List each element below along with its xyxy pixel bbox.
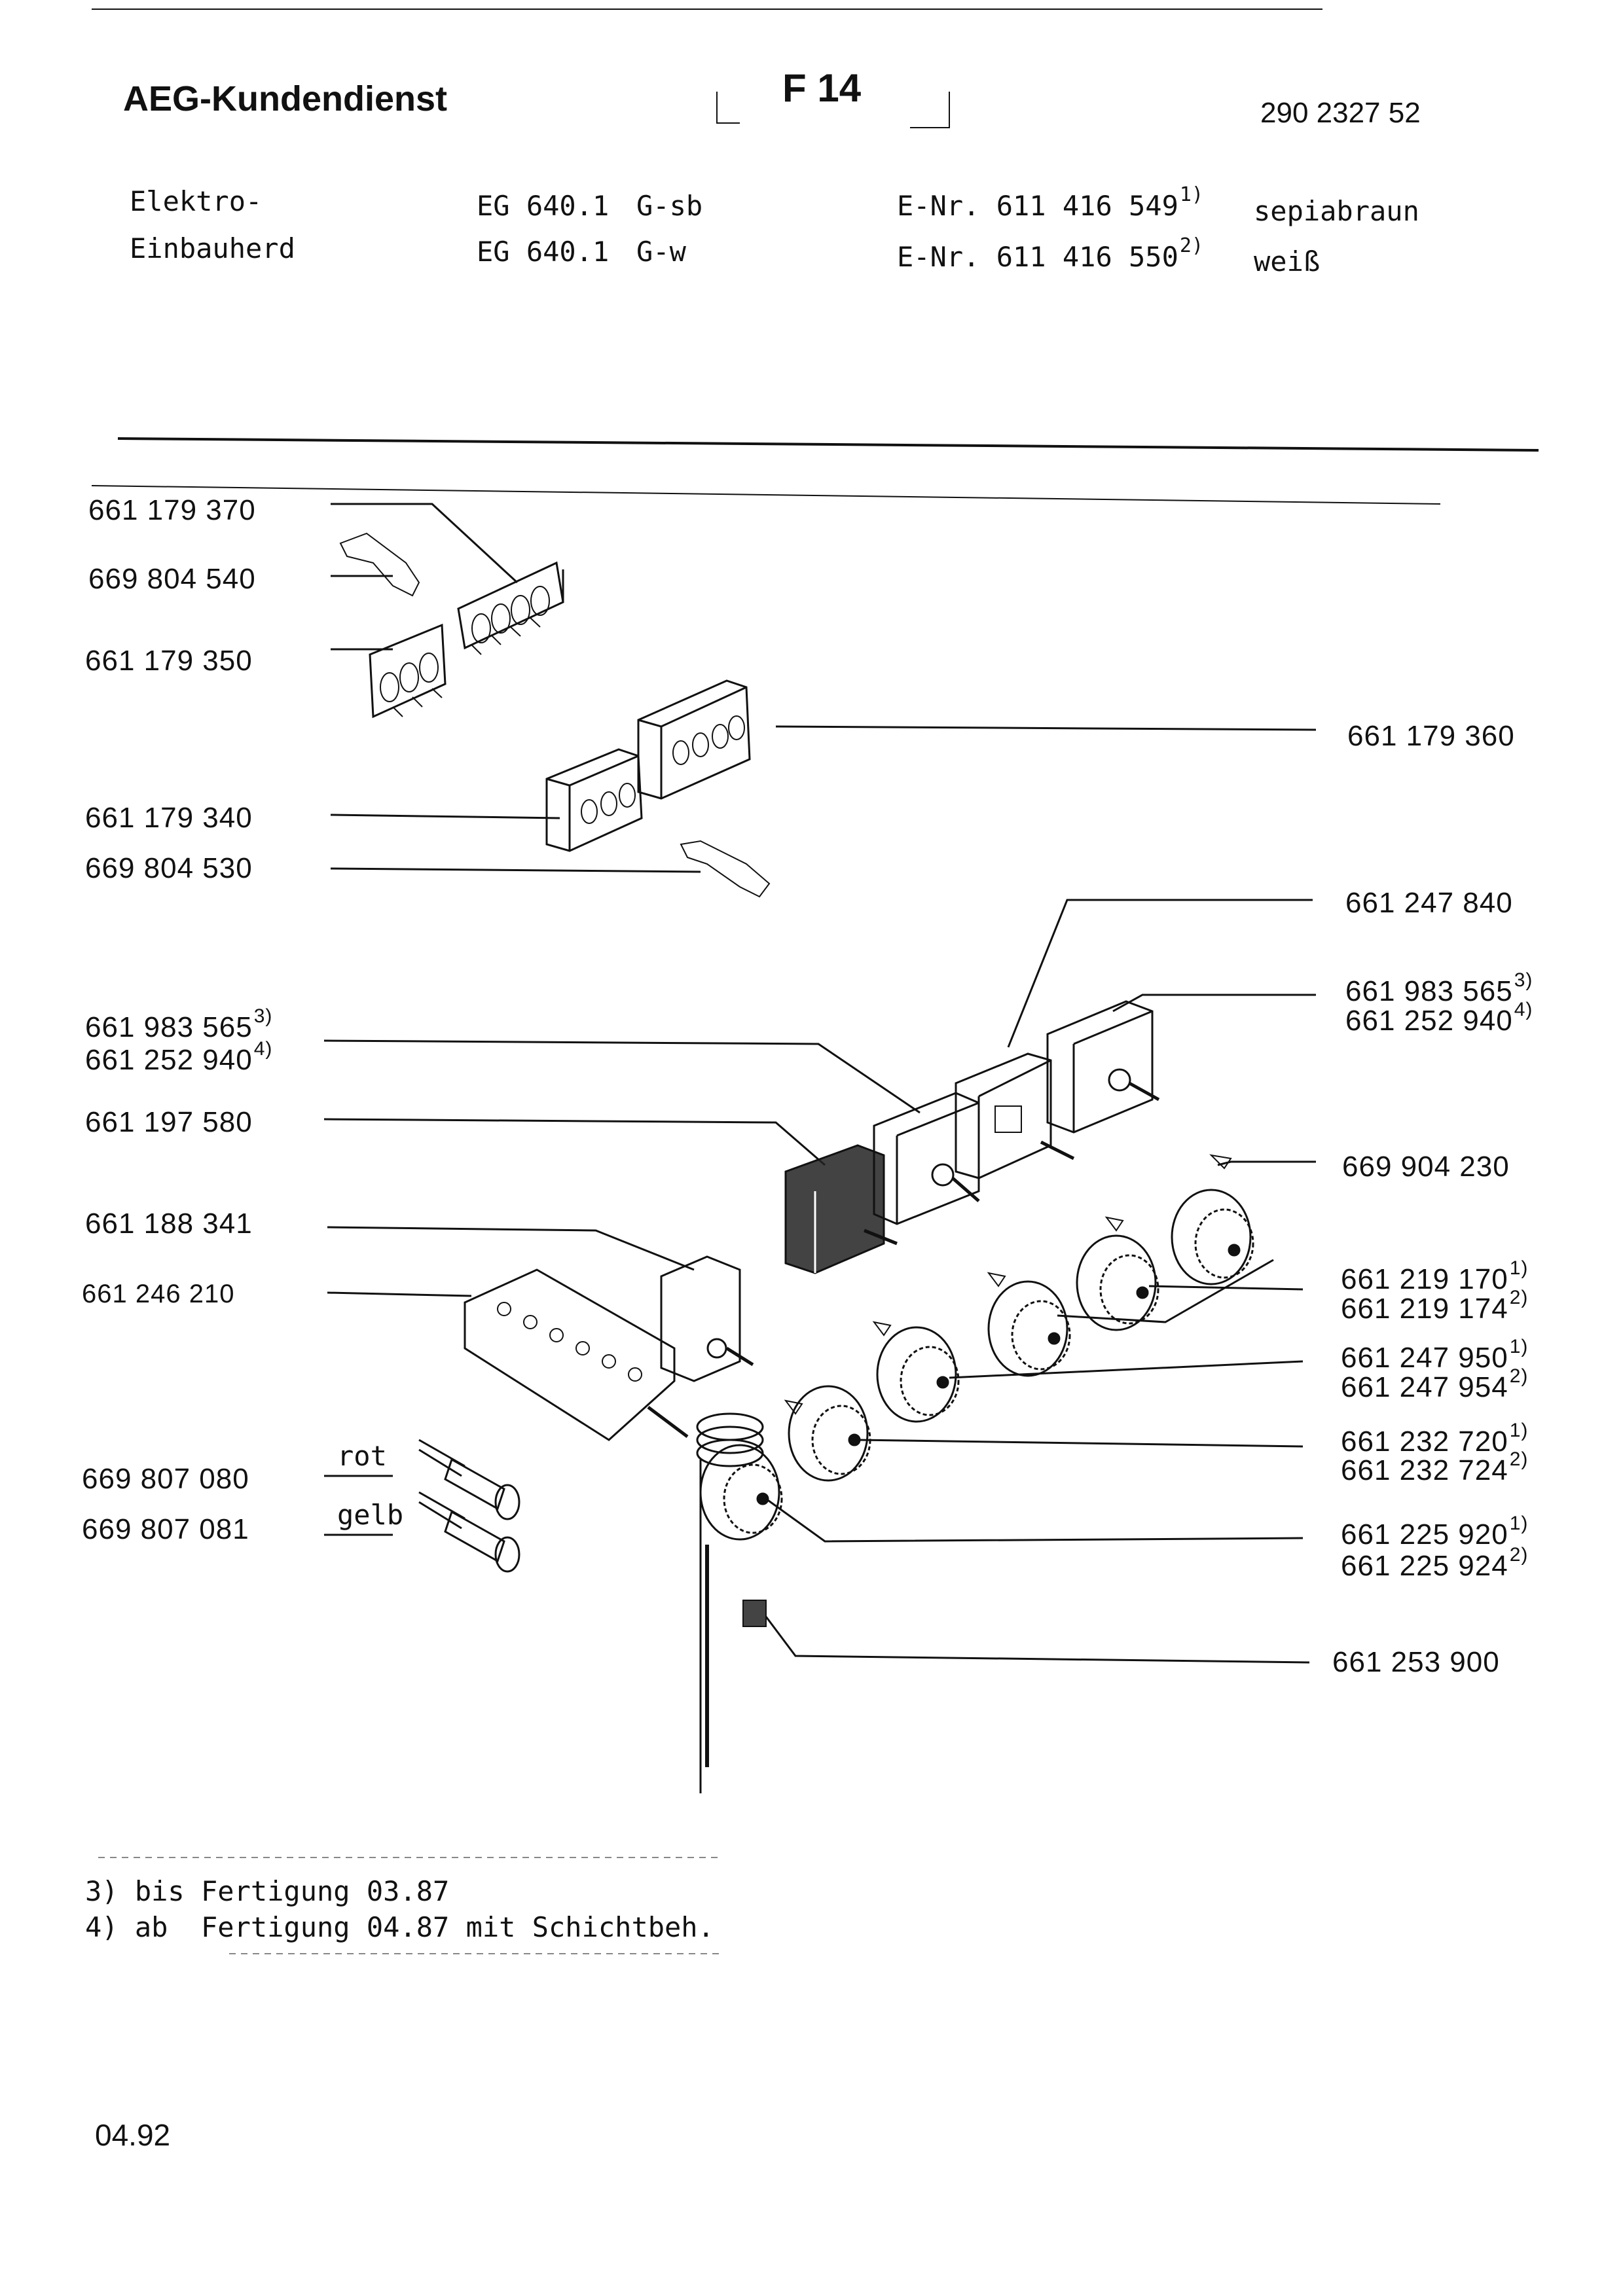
model-2-color: weiß	[1254, 245, 1321, 278]
part-number: 661 225 9242)	[1341, 1544, 1529, 1582]
regulator-right	[1046, 1000, 1160, 1134]
switch-661247840	[955, 1052, 1075, 1179]
connector-housing-340	[545, 748, 643, 852]
header-divider	[117, 437, 1539, 452]
section-rule	[91, 485, 1441, 505]
leader-661247840	[1007, 899, 1313, 1048]
part-number: 661 253 900	[1332, 1646, 1500, 1678]
leader-661983565-left	[323, 1039, 921, 1114]
part-number: 661 232 7201)	[1341, 1420, 1529, 1458]
clip-lower	[680, 840, 771, 898]
leader-661246210	[327, 1291, 472, 1297]
part-number: 661 225 9201)	[1341, 1513, 1529, 1551]
part-number: 669 904 230	[1342, 1151, 1510, 1183]
footnote-4: 4) ab Fertigung 04.87 mit Schichtbeh.	[85, 1911, 714, 1943]
model-2: EG 640.1	[477, 236, 610, 268]
knob-661225920	[699, 1444, 783, 1541]
terminal-strip	[464, 1268, 689, 1441]
indicator-lamp-red	[418, 1439, 520, 1520]
part-number: 661 252 9404)	[1345, 999, 1533, 1037]
leader-661188341	[327, 1226, 695, 1271]
footnote-3: 3) bis Fertigung 03.87	[85, 1875, 450, 1907]
part-number: 661 179 340	[85, 802, 253, 834]
leader-669904230	[1217, 1160, 1316, 1166]
part-number: 661 179 360	[1347, 720, 1515, 752]
knob-indicator-marks	[784, 1154, 1232, 1415]
model-1-color: sepiabraun	[1254, 195, 1419, 227]
model-2-enr: E-Nr. 611 416 5502)	[897, 234, 1204, 273]
knob-661219170-a	[1171, 1189, 1254, 1285]
indicator-lamp-yellow	[418, 1491, 520, 1573]
appliance-type-line1: Elektro-	[130, 185, 263, 217]
part-number: 669 804 530	[85, 852, 253, 884]
part-number: 661 247 840	[1345, 887, 1513, 919]
knob-661232720	[788, 1385, 871, 1482]
leader-661179370	[331, 503, 519, 584]
leader-661179340	[330, 814, 560, 819]
connector-block-lower	[369, 623, 447, 719]
clip-upper	[339, 532, 420, 597]
regulator-left-dark	[784, 1144, 898, 1274]
connector-block-upper	[457, 561, 564, 655]
knob-661219170-c	[987, 1280, 1071, 1377]
thermostat-capillary	[696, 1412, 764, 1793]
part-number: 661 219 1742)	[1341, 1287, 1529, 1325]
model-1: EG 640.1	[477, 190, 610, 222]
leader-661232720	[857, 1439, 1304, 1448]
issue-date: 04.92	[95, 2118, 171, 2152]
model-2-variant: G-w	[636, 236, 686, 268]
part-number: 661 219 1701)	[1341, 1257, 1529, 1295]
leader-661197580	[323, 1118, 826, 1166]
part-number: 661 179 370	[88, 494, 256, 526]
part-number: 661 246 210	[82, 1280, 235, 1308]
part-number: 661 197 580	[85, 1106, 253, 1138]
leader-669804530	[330, 867, 701, 873]
part-number: 661 188 341	[85, 1208, 253, 1240]
part-number: 669 807 081	[82, 1513, 249, 1545]
leader-661983565-right	[1112, 994, 1316, 1013]
leader-661225920	[765, 1498, 1304, 1543]
wire-label-red: rot	[337, 1440, 387, 1472]
small-clip	[742, 1600, 767, 1627]
appliance-type-line2: Einbauherd	[130, 232, 295, 264]
regulator-middle	[873, 1092, 980, 1225]
wire-label-yellow: gelb	[337, 1499, 404, 1531]
part-number: 661 252 9404)	[85, 1038, 273, 1076]
leader-661219170b	[1057, 1259, 1274, 1323]
part-number: 661 983 5653)	[85, 1005, 273, 1043]
thermostat	[660, 1255, 754, 1382]
part-number: 661 983 5653)	[1345, 969, 1533, 1007]
knob-661247950	[876, 1326, 960, 1423]
part-number: 669 804 540	[88, 563, 256, 595]
model-1-enr: E-Nr. 611 416 5491)	[897, 183, 1204, 222]
model-1-variant: G-sb	[636, 190, 703, 222]
page-code: F 14	[782, 66, 862, 110]
connector-housing-360	[637, 679, 751, 800]
leader-661247950	[949, 1360, 1304, 1379]
part-number: 661 179 350	[85, 645, 253, 677]
part-number: 661 232 7242)	[1341, 1448, 1529, 1486]
part-number: 661 247 9501)	[1341, 1336, 1529, 1374]
service-title: AEG-Kundendienst	[123, 79, 447, 118]
part-number: 669 807 080	[82, 1463, 249, 1495]
leader-661179360	[775, 725, 1317, 731]
part-number: 661 247 9542)	[1341, 1365, 1529, 1403]
leader-661253900	[765, 1616, 1310, 1664]
document-number: 290 2327 52	[1260, 97, 1421, 129]
knob-661219170-b	[1076, 1234, 1159, 1331]
